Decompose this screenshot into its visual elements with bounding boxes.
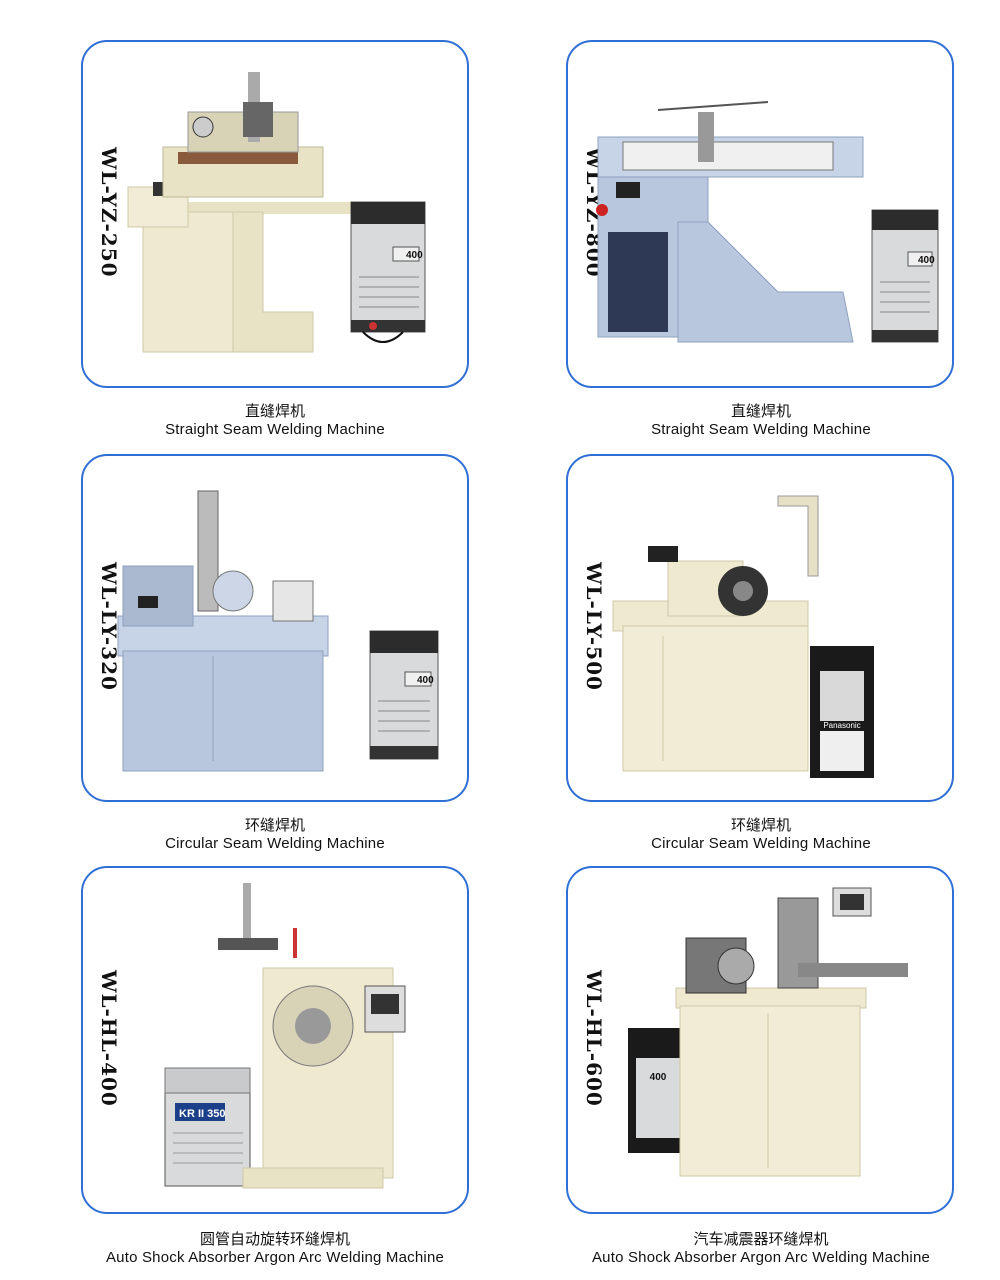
caption-zh: 直缝焊机 <box>244 402 305 420</box>
product-card-wl-hl-600[interactable]: WL-HL-600 400 <box>566 866 954 1214</box>
svg-text:400: 400 <box>918 255 935 266</box>
model-code: WL-YZ-250 <box>97 146 121 278</box>
caption: 直缝焊机 Straight Seam Welding Machine <box>75 402 475 439</box>
caption-en: Auto Shock Absorber Argon Arc Welding Ma… <box>591 1249 931 1266</box>
product-card-wl-ly-320[interactable]: WL-LY-320 400 <box>81 454 469 802</box>
machine-image: Panasonic <box>612 495 874 778</box>
caption: 汽车减震器环缝焊机 Auto Shock Absorber Argon Arc … <box>561 1230 961 1267</box>
caption: 环缝焊机 Circular Seam Welding Machine <box>561 816 961 853</box>
machine-image: 400 <box>127 72 426 353</box>
svg-text:Panasonic: Panasonic <box>823 721 860 730</box>
caption: 直缝焊机 Straight Seam Welding Machine <box>561 402 961 439</box>
caption-en: Straight Seam Welding Machine <box>651 421 871 438</box>
caption: 圆管自动旋转环缝焊机 Auto Shock Absorber Argon Arc… <box>75 1230 475 1267</box>
caption-zh: 直缝焊机 <box>730 402 791 420</box>
caption-zh: 环缝焊机 <box>730 816 791 834</box>
machine-image: 400 <box>117 490 439 772</box>
product-card-wl-ly-500[interactable]: WL-LY-500 Panasonic <box>566 454 954 802</box>
machine-image: KR II 350 <box>164 883 406 1189</box>
product-card-wl-hl-400[interactable]: WL-HL-400 KR II 350 <box>81 866 469 1214</box>
machine-image: 400 <box>628 887 908 1177</box>
caption-zh: 环缝焊机 <box>244 816 305 834</box>
svg-text:400: 400 <box>417 675 434 686</box>
product-card-wl-yz-250[interactable]: WL-YZ-250 400 <box>81 40 469 388</box>
caption-en: Circular Seam Welding Machine <box>651 835 871 852</box>
model-code: WL-HL-400 <box>97 969 121 1107</box>
model-code: WL-LY-500 <box>582 561 606 691</box>
machine-image: 400 <box>596 101 939 343</box>
caption-en: Straight Seam Welding Machine <box>165 421 385 438</box>
product-card-wl-yz-800[interactable]: WL-YZ-800 400 <box>566 40 954 388</box>
caption-en: Circular Seam Welding Machine <box>165 835 385 852</box>
svg-text:400: 400 <box>650 1072 667 1083</box>
svg-text:400: 400 <box>406 250 423 261</box>
caption-en: Auto Shock Absorber Argon Arc Welding Ma… <box>105 1249 445 1266</box>
model-code: WL-HL-600 <box>582 969 606 1107</box>
caption-zh: 汽车减震器环缝焊机 <box>693 1230 829 1248</box>
caption: 环缝焊机 Circular Seam Welding Machine <box>75 816 475 853</box>
model-code: WL-LY-320 <box>97 561 121 691</box>
caption-zh: 圆管自动旋转环缝焊机 <box>199 1230 350 1248</box>
svg-text:KR II 350: KR II 350 <box>179 1108 225 1120</box>
